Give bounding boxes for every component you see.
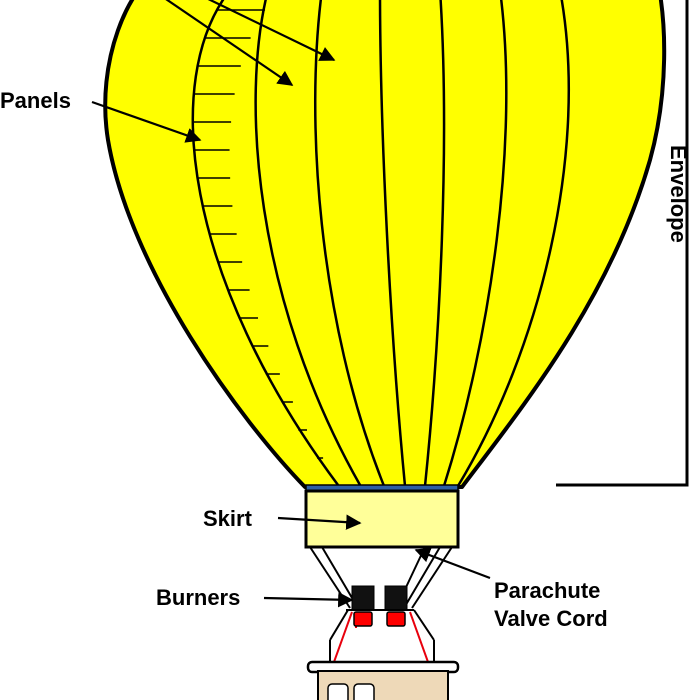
label-skirt: Skirt: [203, 506, 253, 531]
envelope-seams: [191, 0, 570, 487]
envelope-bracket: [556, 0, 689, 487]
label-envelope: Envelope: [666, 145, 691, 243]
skirt: [304, 489, 460, 549]
label-panels: Panels: [0, 88, 71, 113]
label-burners: Burners: [156, 585, 240, 610]
basket: [306, 660, 460, 700]
rigging-cables: [309, 546, 453, 665]
red-rigging: [333, 611, 429, 663]
label-parachute-line1: Parachute: [494, 578, 600, 603]
burners: [346, 585, 414, 627]
callout-arrows: [91, 0, 491, 608]
balloon-envelope: [103, 0, 667, 489]
label-parachute-line2: Valve Cord: [494, 606, 608, 631]
panel-divisions: [192, 9, 324, 459]
